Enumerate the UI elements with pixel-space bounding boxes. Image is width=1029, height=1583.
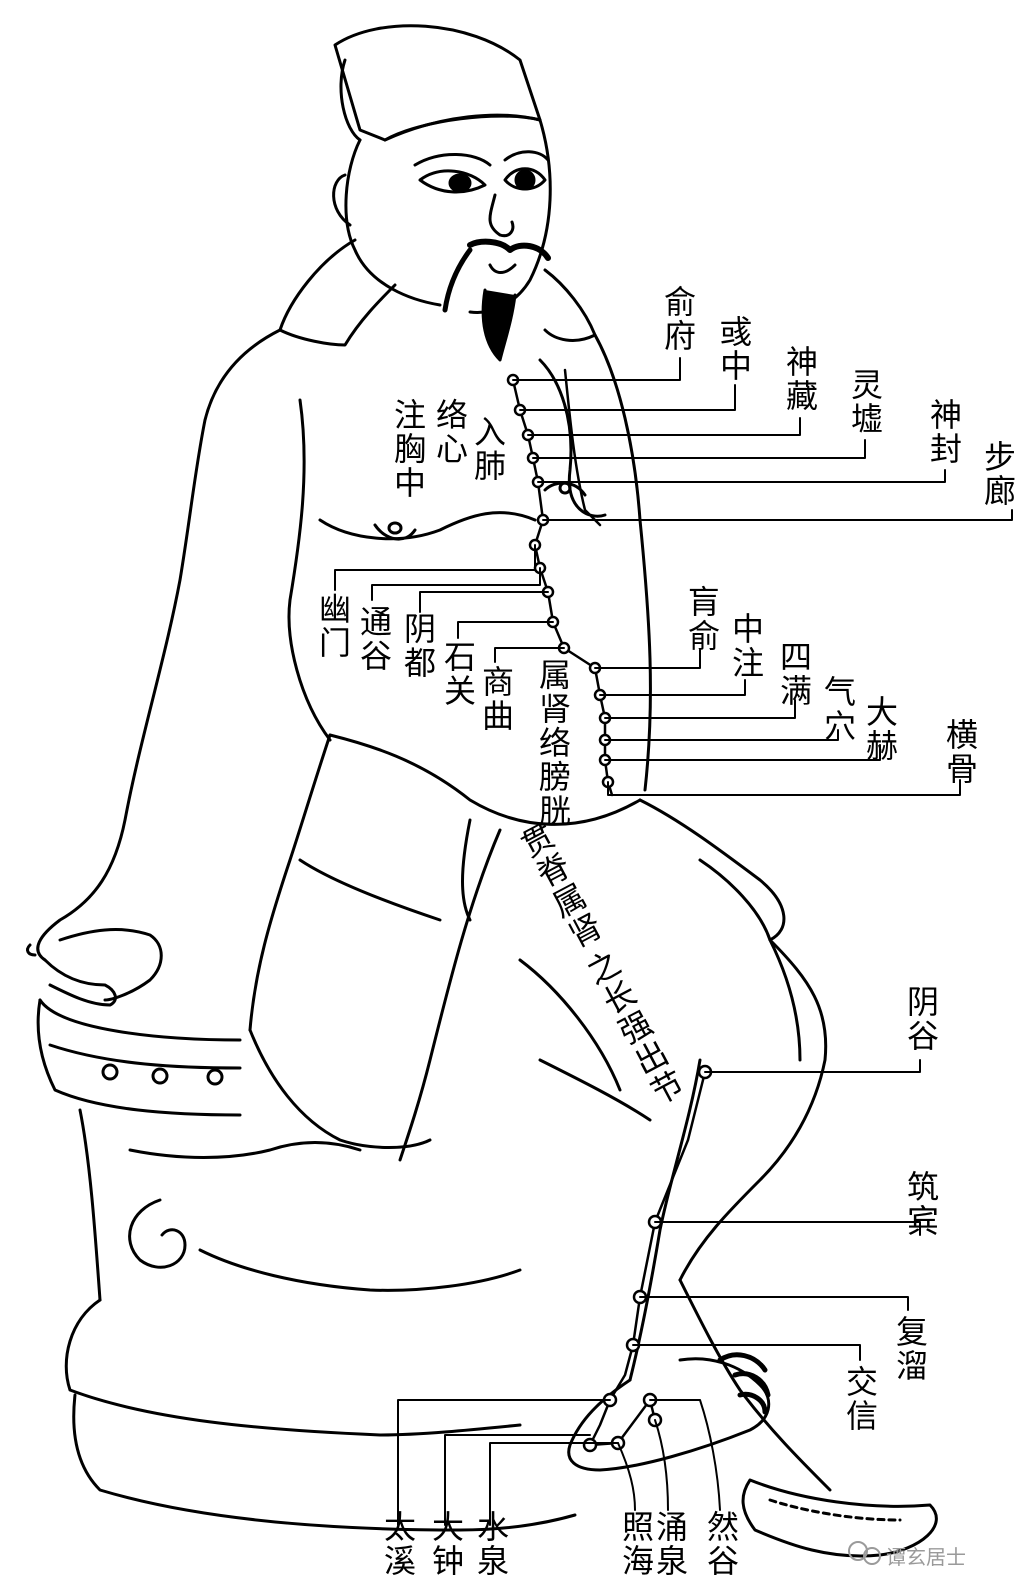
label-siman: 四满 [775,640,813,708]
label-shiguan: 石关 [439,640,477,708]
label-zhaohai: 照海 [617,1510,655,1578]
label-luoxin: 络心 [431,398,469,466]
label-yindu: 阴都 [399,612,437,680]
label-zhongzhu: 中注 [727,612,765,680]
leader-lines [334,357,1013,1526]
label-shencang: 神藏 [781,345,819,413]
meridian-line [511,368,707,1447]
label-yuzhong: 彧中 [715,315,753,383]
label-fuliu: 复溜 [891,1315,929,1383]
label-henggu: 横骨 [941,718,979,786]
label-shangqu: 商曲 [477,665,515,733]
label-yongquan: 涌泉 [651,1510,689,1578]
point-dazhong [582,1437,598,1453]
label-shushen: 属肾络膀胱 [534,658,572,828]
label-zhuxiongzhong: 注胸中 [389,398,427,500]
label-bulang: 步廊 [979,440,1017,508]
legs [567,938,938,1558]
label-rufei: 入肺 [469,415,507,483]
label-huangshu: 肓俞 [683,585,721,653]
label-lingxu: 灵墟 [846,368,884,436]
body-outline [26,328,652,1007]
hat [333,24,542,142]
label-shenfeng: 神封 [925,398,963,466]
label-zhubin: 筑宾 [902,1170,940,1238]
label-yufu: 俞府 [659,285,697,353]
label-taixi: 太溪 [379,1510,417,1578]
watermark-icon [848,1541,881,1565]
label-dahe: 大赫 [861,695,899,763]
watermark-text: 谭玄居士 [886,1545,966,1569]
robe [248,733,802,1162]
label-dazhong: 大钟 [427,1510,465,1578]
label-youmen: 幽门 [314,592,352,660]
label-shuiquan: 水泉 [472,1510,510,1578]
label-tonggu: 通谷 [355,605,393,673]
label-jiaoxin: 交信 [841,1365,879,1433]
label-rangu: 然谷 [702,1510,740,1578]
label-qixue: 气穴 [819,675,857,743]
label-yingu: 阴谷 [902,985,940,1053]
stool [36,998,577,1532]
head [332,118,552,362]
